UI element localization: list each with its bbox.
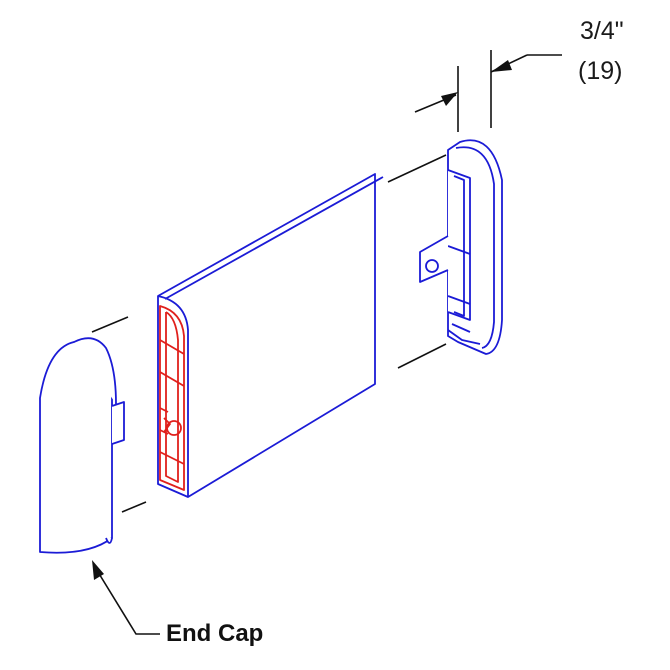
dimension-arrowhead-left [441,92,458,106]
end-cap-far [419,139,503,355]
dimension-metric-label: (19) [578,57,623,85]
callout-arrowhead [92,560,104,580]
rail-profile-section [159,305,185,491]
rail-extrusion [157,173,384,498]
alignment-lines [91,94,457,513]
end-cap-near [39,337,125,554]
end-cap-callout-label: End Cap [166,620,264,647]
dimension-imperial-label: 3/4" [580,17,624,45]
dimension-arrowhead-right [491,60,512,72]
callout-leader [97,571,160,635]
dimension-witness-lines [457,50,562,132]
